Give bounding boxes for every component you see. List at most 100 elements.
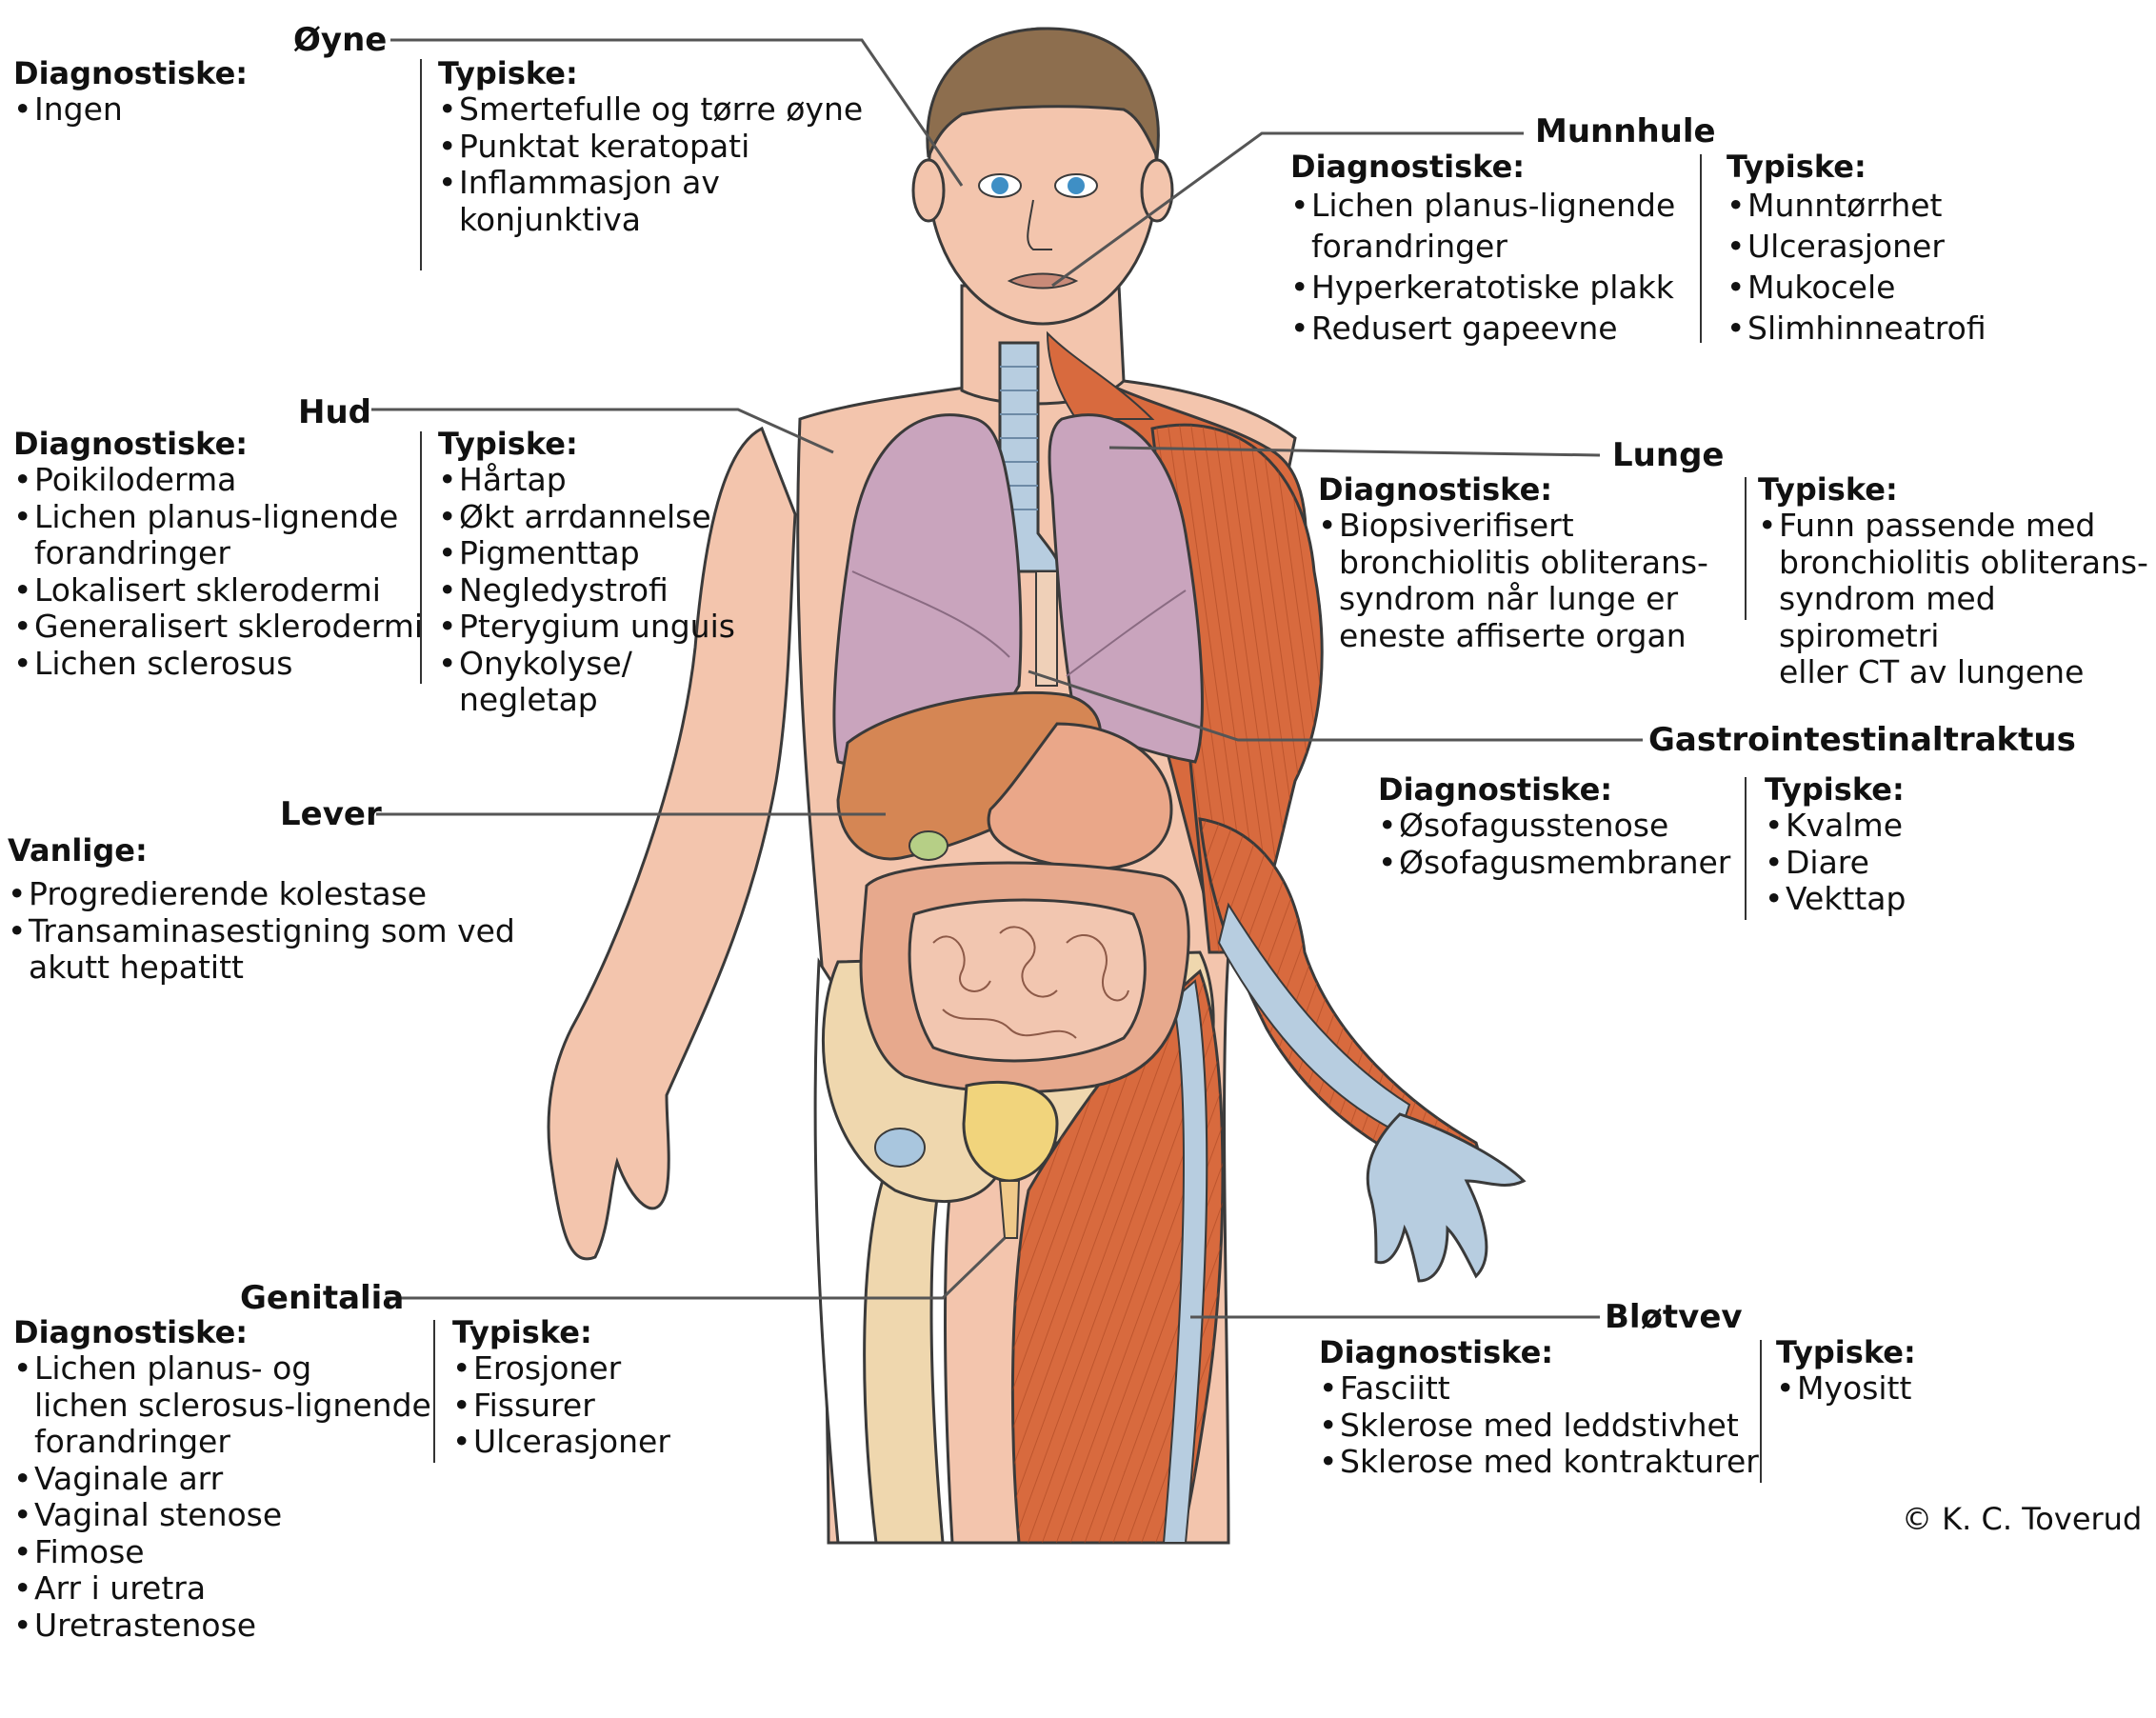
genitalia-typ-item: Ulcerasjoner: [452, 1423, 670, 1461]
munnhule-title: Munnhule: [1535, 112, 1716, 150]
lunge-diag-header: Diagnostiske:: [1318, 471, 1553, 508]
hud-typical-group: Typiske: Hårtap Økt arrdannelse Pigmentt…: [438, 426, 735, 719]
gi-typ-item: Vekttap: [1765, 880, 1906, 918]
lunge-diag-list: Biopsiverifisert bronchiolitis obliteran…: [1318, 507, 1708, 654]
gi-typ-header: Typiske:: [1765, 771, 1905, 808]
right-ear: [911, 158, 946, 223]
esophagus: [1035, 570, 1058, 687]
genitalia-diag-item: Vaginale arr: [13, 1460, 431, 1498]
hud-typ-item: Pterygium unguis: [438, 608, 735, 646]
genitalia-typ-header: Typiske:: [452, 1314, 592, 1350]
gi-typ-item: Diare: [1765, 844, 1906, 882]
hud-diagnostic-group: Diagnostiske: Poikiloderma Lichen planus…: [13, 426, 423, 682]
blotvev-diag-header: Diagnostiske:: [1319, 1334, 1554, 1370]
blotvev-diag-item: Sklerose med kontrakturer: [1319, 1443, 1759, 1481]
munnhule-typ-item: Mukocele: [1727, 267, 1986, 308]
hud-typ-item: Hårtap: [438, 461, 735, 499]
blotvev-typ-item: Myositt: [1776, 1369, 1916, 1408]
hud-diag-header: Diagnostiske:: [13, 426, 249, 462]
left-lung: [1048, 413, 1204, 764]
blotvev-typical-group: Typiske: Myositt: [1776, 1334, 1916, 1408]
oyne-typ-item: Smertefulle og tørre øyne: [438, 90, 863, 129]
gi-typical-group: Typiske: Kvalme Diare Vekttap: [1765, 771, 1906, 918]
oyne-diag-list: Ingen: [13, 90, 248, 129]
munnhule-diagnostic-group: Diagnostiske: Lichen planus-lignende for…: [1290, 149, 1675, 349]
left-iris: [1068, 177, 1085, 194]
munnhule-diag-header: Diagnostiske:: [1290, 149, 1526, 185]
munnhule-typical-group: Typiske: Munntørrhet Ulcerasjoner Mukoce…: [1727, 149, 1986, 349]
small-intestine: [908, 898, 1147, 1063]
bladder: [962, 1080, 1059, 1183]
lever-common-group: Vanlige: Progredierende kolestase Transa…: [8, 832, 515, 987]
munnhule-typ-list: Munntørrhet Ulcerasjoner Mukocele Slimhi…: [1727, 185, 1986, 349]
hud-diag-item: Generalisert sklerodermi: [13, 608, 423, 646]
left-thigh-fibers: [1012, 971, 1223, 1543]
blotvev-typ-list: Myositt: [1776, 1369, 1916, 1408]
leader-lines: [371, 38, 1643, 1319]
blotvev-typ-header: Typiske:: [1776, 1334, 1916, 1370]
genitalia-diag-item: Uretrastenose: [13, 1607, 431, 1645]
hud-diag-list: Poikiloderma Lichen planus-lignende fora…: [13, 461, 423, 683]
left-ear: [1140, 158, 1174, 223]
hud-typ-header: Typiske:: [438, 426, 578, 462]
blotvev-diagnostic-group: Diagnostiske: Fasciitt Sklerose med ledd…: [1319, 1334, 1759, 1481]
nose: [1027, 199, 1052, 250]
hud-diag-item: Lichen planus-lignende forandringer: [13, 498, 423, 572]
lever-diag-list: Progredierende kolestase Transaminasesti…: [8, 875, 515, 987]
lung-fissure-right: [851, 570, 1010, 658]
munnhule-diag-list: Lichen planus-lignende forandringer Hype…: [1290, 185, 1675, 349]
oyne-typ-list: Smertefulle og tørre øyne Punktat kerato…: [438, 90, 863, 238]
oyne-diagnostic-group: Diagnostiske: Ingen: [13, 55, 248, 129]
genitalia-diagnostic-group: Diagnostiske: Lichen planus- og lichen s…: [13, 1314, 431, 1644]
blotvev-diag-item: Fasciitt: [1319, 1369, 1759, 1408]
gi-diag-item: Øsofagusstenose: [1378, 807, 1730, 845]
leader-lunge: [1108, 446, 1601, 457]
neck-muscle: [1046, 330, 1155, 420]
hud-typ-item: Økt arrdannelse: [438, 498, 735, 536]
leader-genitalia: [386, 1236, 1007, 1300]
lunge-typ-list: Funn passende med bronchiolitis oblitera…: [1758, 507, 2156, 691]
femur: [863, 1169, 945, 1545]
oyne-diag-header: Diagnostiske:: [13, 55, 249, 91]
gi-typ-item: Kvalme: [1765, 807, 1906, 845]
left-hand: [1366, 1112, 1527, 1283]
genitalia-typ-item: Fissurer: [452, 1387, 670, 1425]
forearm-fibers: [1200, 819, 1479, 1178]
lung-fissure-left: [1066, 589, 1187, 677]
genitalia-diag-list: Lichen planus- og lichen sclerosus-ligne…: [13, 1349, 431, 1645]
blotvev-diag-list: Fasciitt Sklerose med leddstivhet Sklero…: [1319, 1369, 1759, 1481]
lever-diag-item: Progredierende kolestase: [8, 875, 515, 913]
genitalia-diag-item: Arr i uretra: [13, 1569, 431, 1608]
hair: [926, 27, 1160, 163]
genitalia-diag-header: Diagnostiske:: [13, 1314, 249, 1350]
blotvev-diag-item: Sklerose med leddstivhet: [1319, 1407, 1759, 1445]
blotvev-separator: [1760, 1340, 1762, 1483]
leader-oyne: [390, 38, 964, 187]
gi-diag-header: Diagnostiske:: [1378, 771, 1613, 808]
urethra: [998, 1180, 1021, 1239]
genitalia-diag-item: Lichen planus- og lichen sclerosus-ligne…: [13, 1349, 431, 1461]
lever-diag-header: Vanlige:: [8, 832, 148, 869]
upper-arm-fibers: [1152, 425, 1323, 953]
lunge-diag-item: Biopsiverifisert bronchiolitis obliteran…: [1318, 507, 1708, 654]
oyne-typ-item: Punktat keratopati: [438, 128, 863, 166]
munnhule-separator: [1700, 154, 1702, 343]
genitalia-title: Genitalia: [240, 1279, 405, 1317]
oyne-title: Øyne: [293, 21, 388, 59]
intestine-coils: [932, 926, 1129, 1039]
gi-diagnostic-group: Diagnostiske: Øsofagusstenose Øsofagusme…: [1378, 771, 1730, 881]
gi-diag-item: Øsofagusmembraner: [1378, 844, 1730, 882]
lunge-separator: [1745, 477, 1747, 620]
genitalia-typ-list: Erosjoner Fissurer Ulcerasjoner: [452, 1349, 670, 1461]
leader-hud: [371, 408, 834, 454]
hud-diag-item: Lichen sclerosus: [13, 645, 423, 683]
genitalia-typ-item: Erosjoner: [452, 1349, 670, 1388]
lever-title: Lever: [280, 795, 382, 833]
genitalia-diag-item: Vaginal stenose: [13, 1496, 431, 1534]
genitalia-typical-group: Typiske: Erosjoner Fissurer Ulcerasjoner: [452, 1314, 670, 1461]
gallbladder: [908, 830, 948, 861]
hud-typ-item: Pigmenttap: [438, 534, 735, 572]
mouth: [1007, 272, 1079, 290]
hud-diag-item: Poikiloderma: [13, 461, 423, 499]
